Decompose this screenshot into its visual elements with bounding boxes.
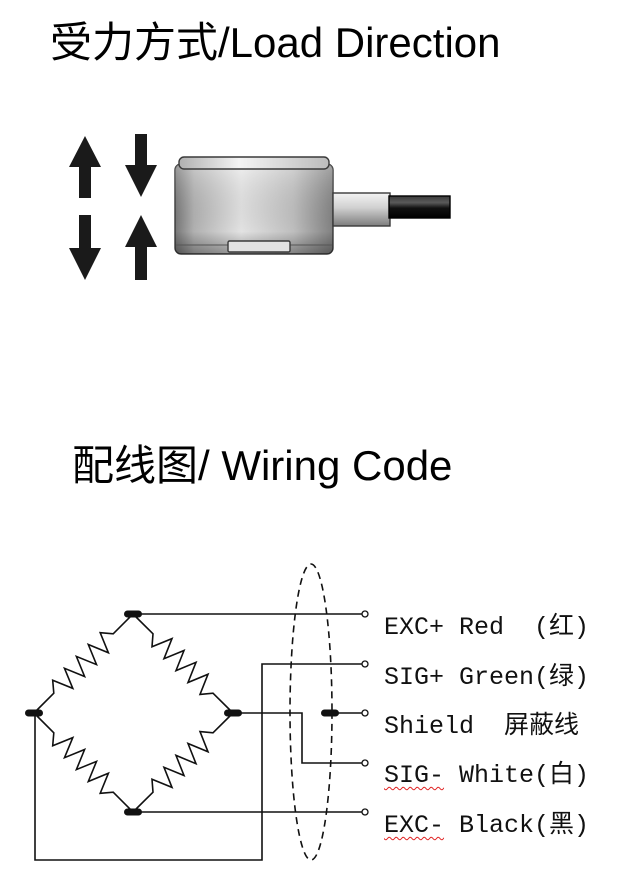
bridge-node-left [25,709,43,717]
wire-sig-plus [34,663,362,861]
signal-name: SIG+ [384,663,445,692]
load-cell-body-shade [175,164,333,254]
wiring-code-title: 配线图/ Wiring Code [72,442,453,489]
wiring-diagram [25,563,369,861]
load-direction-figure [69,134,451,280]
wire-color: Red (红) [459,613,590,642]
resistor-bottom-right [132,712,234,813]
wire-color: Green(绿) [459,663,590,692]
load-cell-slot [227,240,291,253]
terminal-sig-plus [361,660,369,668]
resistor-bottom-left [33,712,134,813]
wiring-label-row: SIG+ Green(绿) [0,663,618,693]
arrow-up-icon [69,136,101,198]
bridge-node-top [124,610,142,618]
wire-sig-minus [233,712,362,764]
load-cell [174,156,451,255]
cable [388,195,451,219]
signal-name: Shield [384,712,475,741]
wiring-label-row: EXC+ Red (红) [0,613,618,643]
shield-node [321,709,339,717]
bridge-node-bottom [124,808,142,816]
terminal-exc-plus [361,610,369,618]
signal-name: EXC+ [384,613,445,642]
signal-name: EXC- [384,811,445,840]
terminal-exc-minus [361,808,369,816]
load-direction-title: 受力方式/Load Direction [50,19,501,66]
terminals [361,610,369,816]
wiring-label-row: Shield 屏蔽线 [0,712,618,742]
bridge-and-wires [33,563,362,861]
terminal-shield [361,709,369,717]
wire-color: White(白) [459,761,590,790]
arrow-up-icon [125,215,157,280]
signal-name: SIG- [384,761,445,790]
wiring-label-row: EXC- Black(黑) [0,811,618,841]
resistor-top-left [33,613,134,714]
load-arrows [69,134,157,280]
terminal-sig-minus [361,759,369,767]
arrow-down-icon [69,215,101,280]
wire-color: 屏蔽线 [504,712,580,741]
load-cell-top-rim [178,156,330,170]
cable-gland [332,192,391,227]
bridge-nodes [25,610,339,816]
resistor-top-right [132,613,234,714]
wiring-label-row: SIG- White(白) [0,761,618,791]
wire-color: Black(黑) [459,811,590,840]
arrow-down-icon [125,134,157,197]
bridge-node-right [224,709,242,717]
